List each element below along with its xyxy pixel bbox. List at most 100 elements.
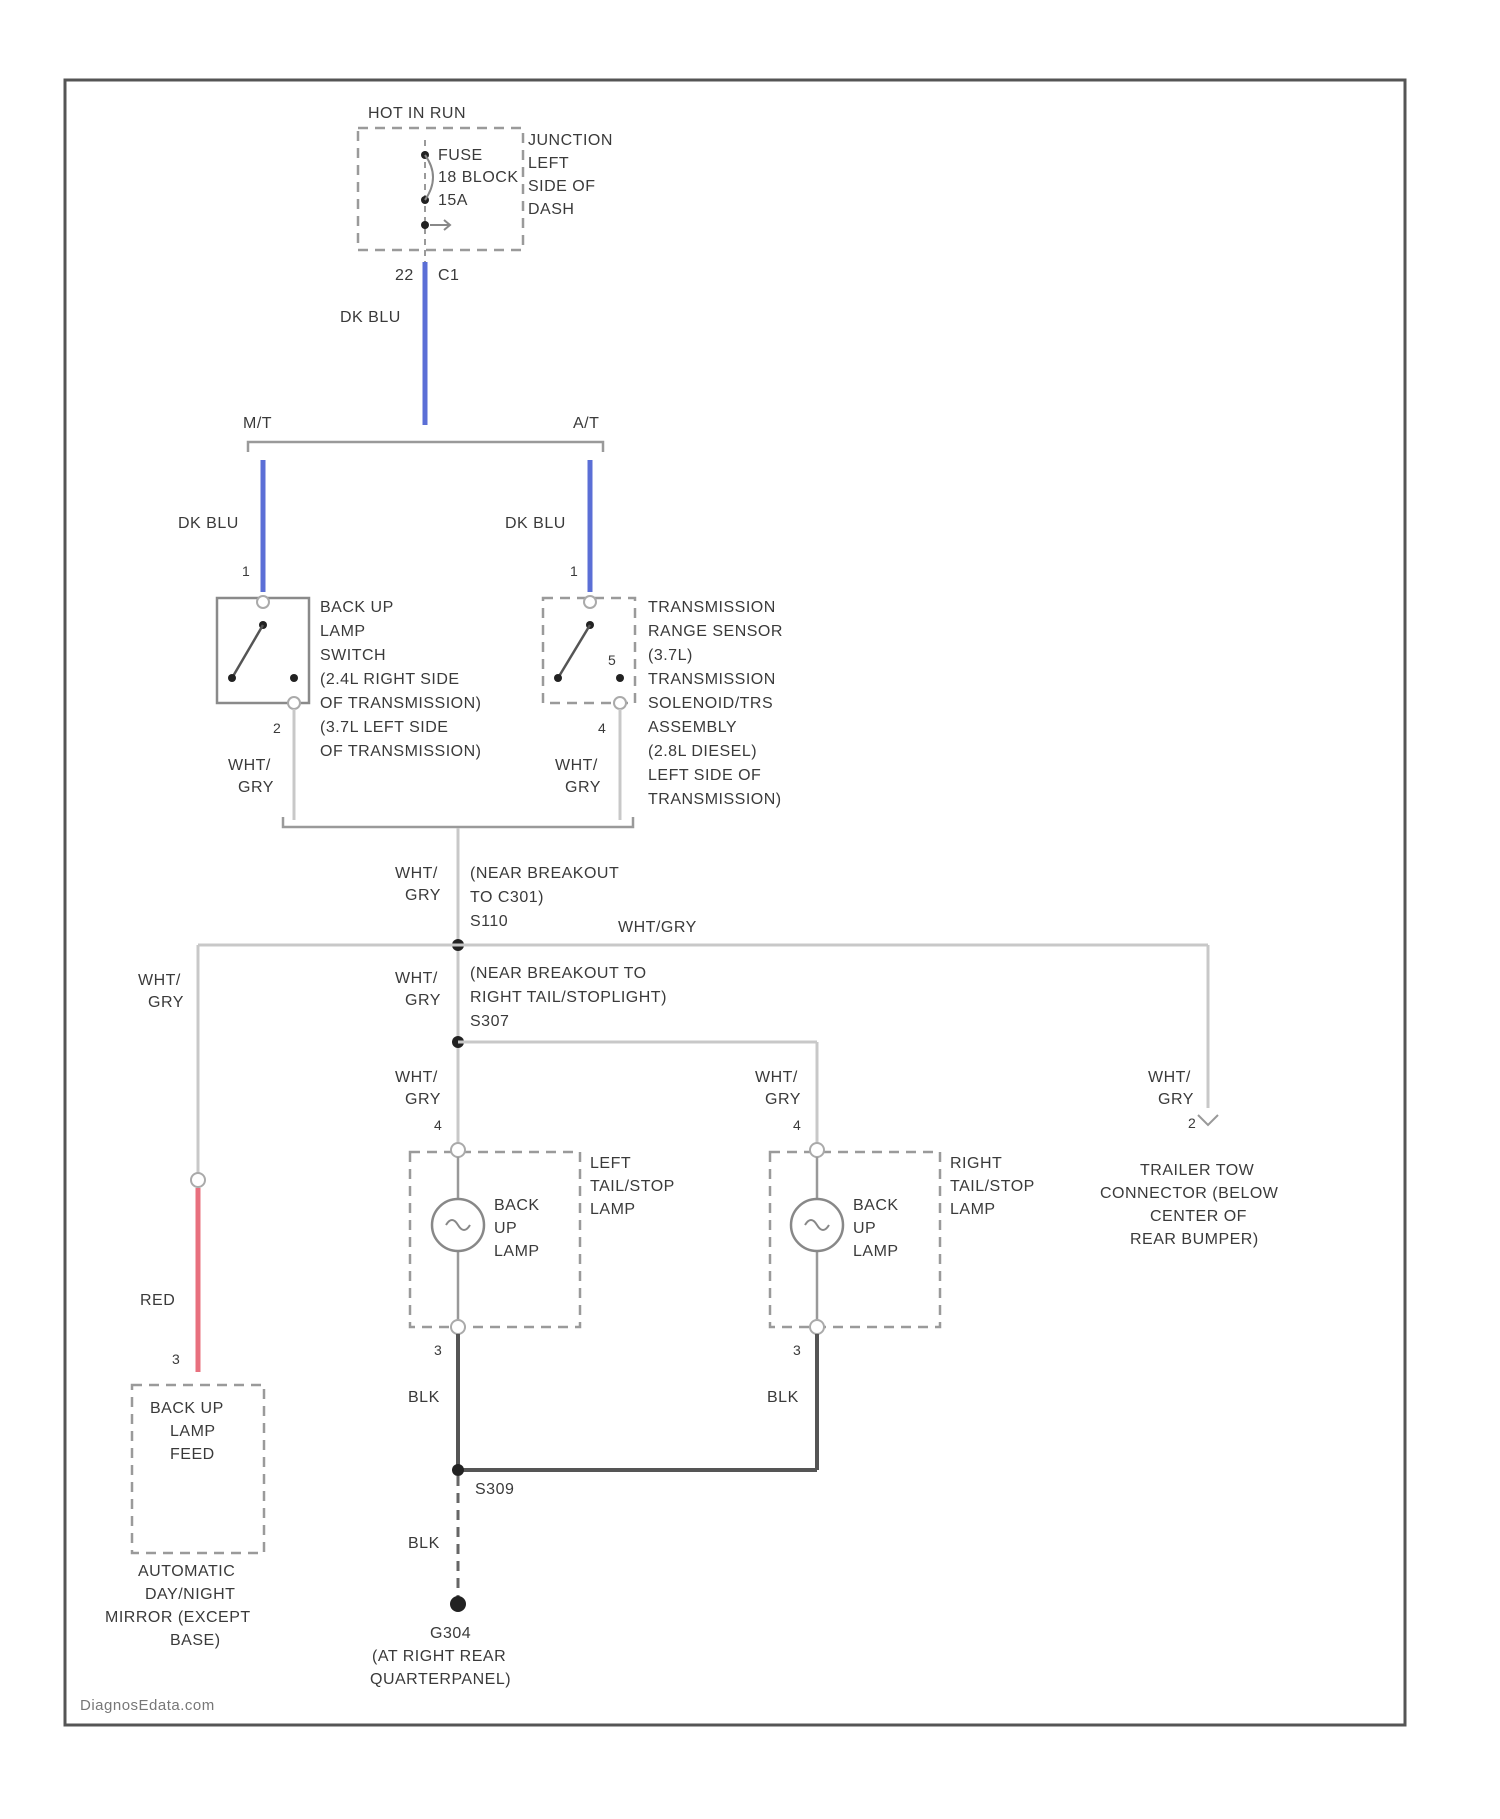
mt-label: M/T [243,415,272,432]
mirror-feed-label-1: BACK UP [150,1400,224,1417]
inline-connector [191,1173,205,1187]
lamp-terminal [451,1320,465,1334]
blk-right-label: BLK [767,1389,799,1406]
ground-point [450,1596,466,1612]
trans-sensor-label-9: TRANSMISSION) [648,791,782,808]
left-lamp-label-1: LEFT [590,1155,631,1172]
wht-gry-trailer-label-1: WHT/ [1148,1069,1191,1086]
ground-label-3: QUARTERPANEL) [370,1671,511,1688]
switch-terminal [257,596,269,608]
pin-2-switch: 2 [273,720,281,736]
dk-blu-mt-label: DK BLU [178,515,239,532]
trailer-label-1: TRAILER TOW [1140,1162,1255,1179]
mirror-name-label-1: AUTOMATIC [138,1563,235,1580]
backup-switch-label-3: SWITCH [320,647,386,664]
pin-4-right: 4 [793,1117,801,1133]
right-lamp-label-1: RIGHT [950,1155,1002,1172]
sensor-terminal [554,674,562,682]
trunk-label-3: WHT/ [395,970,438,987]
pin-4-left: 4 [434,1117,442,1133]
trailer-label-2: CONNECTOR (BELOW [1100,1185,1279,1202]
pin-6-sensor: 4 [598,720,606,736]
right-lamp-label-3: LAMP [950,1201,996,1218]
blk-ground-label: BLK [408,1535,440,1552]
dk-blu-label: DK BLU [340,309,401,326]
mirror-name-label-4: BASE) [170,1632,221,1649]
wht-gry-mirror-label-2: GRY [148,994,184,1011]
ground-label-2: (AT RIGHT REAR [372,1648,506,1665]
wht-gry-inline-label: WHT/GRY [618,919,697,936]
left-lamp-label-3: LAMP [590,1201,636,1218]
right-lamp-wire-label-2: GRY [765,1091,801,1108]
trunk-label-4: GRY [405,992,441,1009]
hot-in-run-label: HOT IN RUN [368,105,466,122]
pin-2-trailer: 2 [1188,1115,1196,1131]
fuse-icon [425,155,433,200]
sensor-terminal [616,674,624,682]
splice-s309 [452,1464,464,1476]
backup-switch-box [217,598,309,703]
connector-pin-label: 22 [395,267,414,284]
right-lamp-wire-label-1: WHT/ [755,1069,798,1086]
fuse-terminal [421,221,429,229]
red-label: RED [140,1292,175,1309]
splice-2-label-1: (NEAR BREAKOUT TO [470,965,647,982]
right-backup-lamp-label-2: UP [853,1220,876,1237]
fuse-label-3: 15A [438,192,468,209]
switch-contact-icon [232,625,263,678]
junction-label-4: DASH [528,201,574,218]
trans-sensor-label-6: ASSEMBLY [648,719,737,736]
fuse-arrow-icon [430,220,450,230]
pin-3-mirror: 3 [172,1351,180,1367]
backup-switch-label-1: BACK UP [320,599,394,616]
pin-3-right: 3 [793,1342,801,1358]
trans-sensor-label-2: RANGE SENSOR [648,623,783,640]
merge-bracket [283,817,633,827]
mirror-feed-label-3: FEED [170,1446,215,1463]
trans-sensor-label-8: LEFT SIDE OF [648,767,761,784]
sensor-terminal [614,697,626,709]
trans-sensor-label-3: (3.7L) [648,647,693,664]
mirror-name-label-2: DAY/NIGHT [145,1586,235,1603]
left-lamp-label-2: TAIL/STOP [590,1178,675,1195]
backup-switch-label-7: OF TRANSMISSION) [320,743,482,760]
backup-switch-label-2: LAMP [320,623,366,640]
right-backup-lamp-label-3: LAMP [853,1243,899,1260]
left-backup-lamp-label-2: UP [494,1220,517,1237]
mirror-feed-label-2: LAMP [170,1423,216,1440]
at-label: A/T [573,415,599,432]
pin-5-sensor: 5 [608,652,616,668]
backup-switch-label-6: (3.7L LEFT SIDE [320,719,448,736]
left-backup-lamp-label-1: BACK [494,1197,540,1214]
pin-1-mt: 1 [242,563,250,579]
trans-sensor-label-1: TRANSMISSION [648,599,776,616]
backup-switch-label-5: OF TRANSMISSION) [320,695,482,712]
trans-sensor-label-7: (2.8L DIESEL) [648,743,757,760]
left-lamp-wire-label-1: WHT/ [395,1069,438,1086]
wht-gry-trailer-label-2: GRY [1158,1091,1194,1108]
trunk-label-2: GRY [405,887,441,904]
fuse-label-2: 18 BLOCK [438,169,518,186]
splice-2-label-3: S307 [470,1013,509,1030]
switch-terminal [228,674,236,682]
sensor-terminal [584,596,596,608]
splice-1-label-2: TO C301) [470,889,544,906]
wht-gry-switch-label-1: WHT/ [228,757,271,774]
mirror-name-label-3: MIRROR (EXCEPT [105,1609,251,1626]
junction-label-2: LEFT [528,155,569,172]
splice-3-label: S309 [475,1481,514,1498]
right-lamp-label-2: TAIL/STOP [950,1178,1035,1195]
ground-label-1: G304 [430,1625,471,1642]
lamp-terminal [451,1143,465,1157]
trans-sensor-label-5: SOLENOID/TRS [648,695,773,712]
trailer-pin-icon [1198,1115,1218,1125]
watermark: DiagnosEdata.com [80,1697,215,1714]
splice-1-label-3: S110 [470,913,508,930]
connector-name-label: C1 [438,267,459,284]
trunk-label-1: WHT/ [395,865,438,882]
wht-gry-switch-label-2: GRY [238,779,274,796]
dk-blu-at-label: DK BLU [505,515,566,532]
blk-left-label: BLK [408,1389,440,1406]
